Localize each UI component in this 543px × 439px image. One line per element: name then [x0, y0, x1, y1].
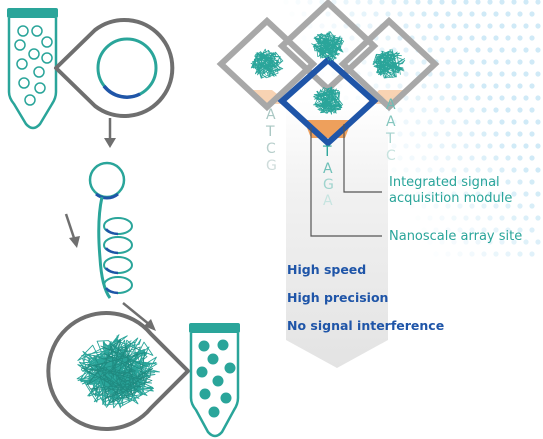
dna-nanoball — [81, 339, 154, 404]
array-nanoballs — [250, 31, 406, 115]
rolling-circle-amplification — [88, 161, 133, 299]
callout-lines — [310, 124, 382, 237]
callout-module-line2: acquisition module — [389, 191, 513, 206]
callout-array-site: Nanoscale array site — [389, 229, 523, 244]
base-letter: A — [266, 107, 276, 123]
rotation-arrow — [64, 213, 80, 248]
dna-nanoball — [250, 48, 284, 79]
feature-no-interference: No signal interference — [287, 318, 445, 333]
base-letter: A — [323, 193, 333, 209]
dna-nanoball — [313, 86, 344, 115]
base-letter: G — [323, 177, 334, 193]
step-arrow-down — [104, 118, 116, 148]
base-letter: G — [266, 158, 277, 174]
base-letter: C — [266, 141, 276, 157]
array-sites — [216, 0, 440, 148]
base-letter: T — [386, 131, 395, 147]
dna-nanoball — [76, 334, 160, 409]
base-letter: C — [386, 148, 396, 164]
sample-tube-top — [7, 8, 58, 130]
base-letter: A — [386, 97, 396, 113]
base-letter: T — [266, 124, 275, 140]
nanoball-bubble — [46, 311, 190, 431]
base-letter: A — [323, 161, 333, 177]
magnified-template-bubble — [54, 18, 175, 118]
sample-tube-bottom — [189, 323, 240, 438]
callout-module-line1: Integrated signal — [389, 175, 500, 190]
base-letter: A — [386, 114, 396, 130]
base-letter: T — [323, 144, 332, 160]
dna-nanoball-large — [76, 334, 160, 409]
step-arrow-diagonal — [122, 302, 156, 331]
feature-high-precision: High precision — [287, 290, 389, 305]
dna-nanoball — [372, 48, 406, 79]
dna-nanoball — [311, 31, 345, 61]
feature-high-speed: High speed — [287, 262, 367, 277]
